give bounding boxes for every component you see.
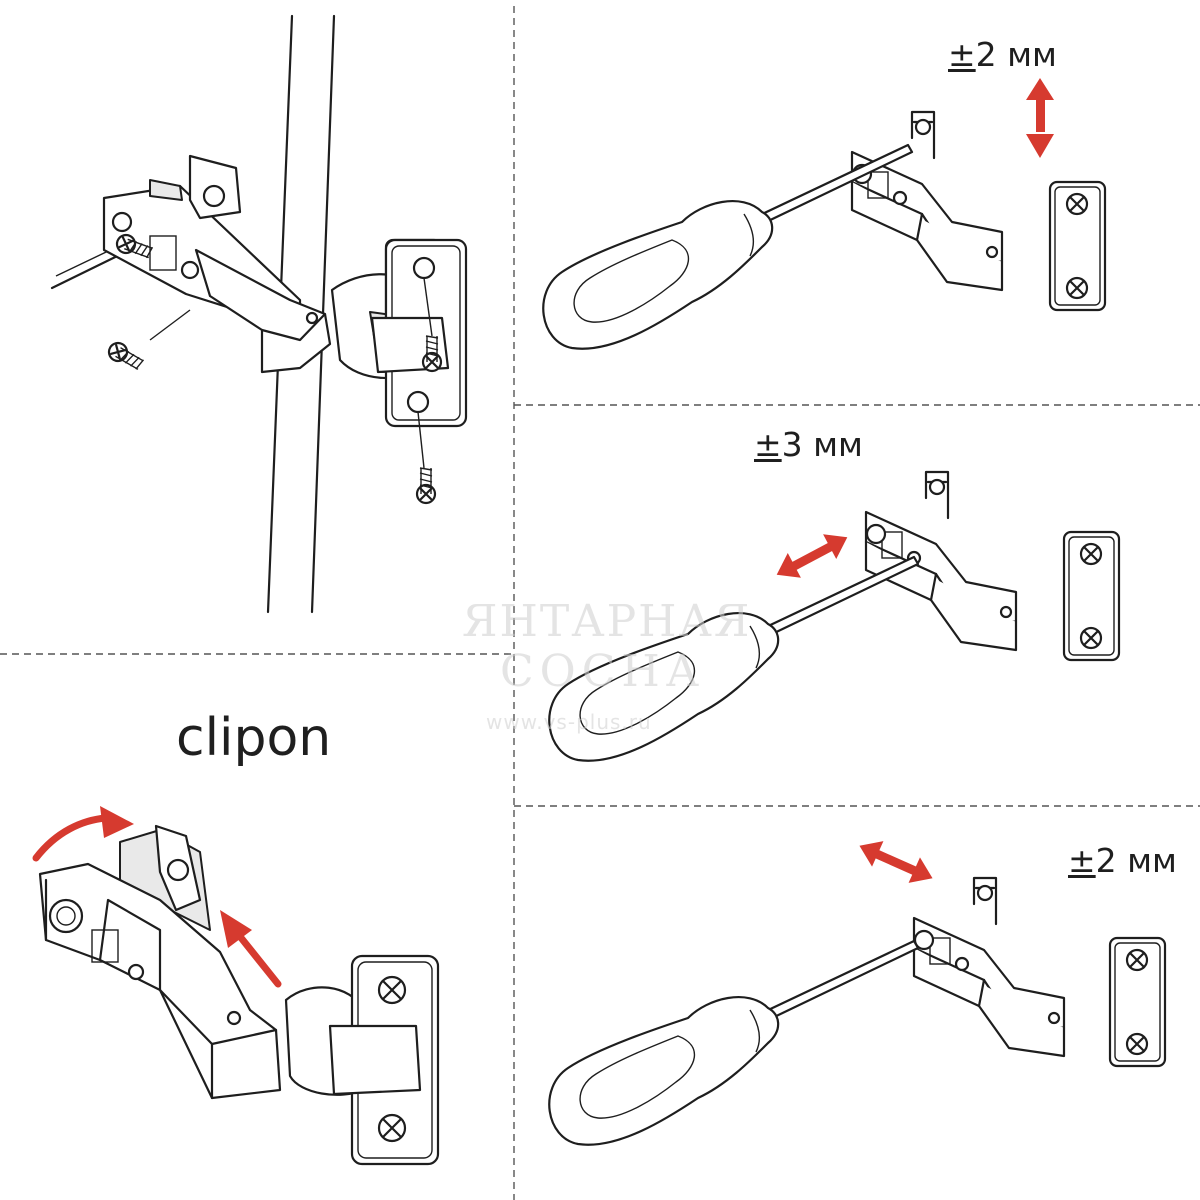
side-adjustment-diagram <box>548 841 1167 1146</box>
double-arrow-icon <box>859 841 933 883</box>
screw-icon <box>104 338 147 374</box>
clipon-title: clipon <box>176 708 332 768</box>
curved-arrow-icon <box>32 806 134 862</box>
clipon-diagram <box>32 806 440 1166</box>
screwdriver-icon <box>542 143 914 350</box>
watermark-url: www.vs-plus.ru <box>486 710 652 734</box>
vertical-adjust-label: ±2 мм <box>948 35 1057 74</box>
watermark-line2: СОСНА <box>500 646 706 697</box>
depth-adjust-label: ±3 мм <box>754 425 863 464</box>
watermark-line1: ЯНТАРНАЯ <box>462 596 752 647</box>
depth-adjustment-diagram <box>548 470 1121 762</box>
panel-dividers <box>0 6 1200 1200</box>
vertical-adjustment-diagram <box>542 78 1107 350</box>
double-arrow-icon <box>776 534 848 578</box>
double-arrow-icon <box>1026 78 1054 158</box>
screwdriver-icon <box>548 939 920 1146</box>
installation-diagram <box>50 14 468 614</box>
screw-icon <box>415 466 437 505</box>
side-adjust-label: ±2 мм <box>1068 841 1177 880</box>
arrow-icon <box>220 910 282 988</box>
